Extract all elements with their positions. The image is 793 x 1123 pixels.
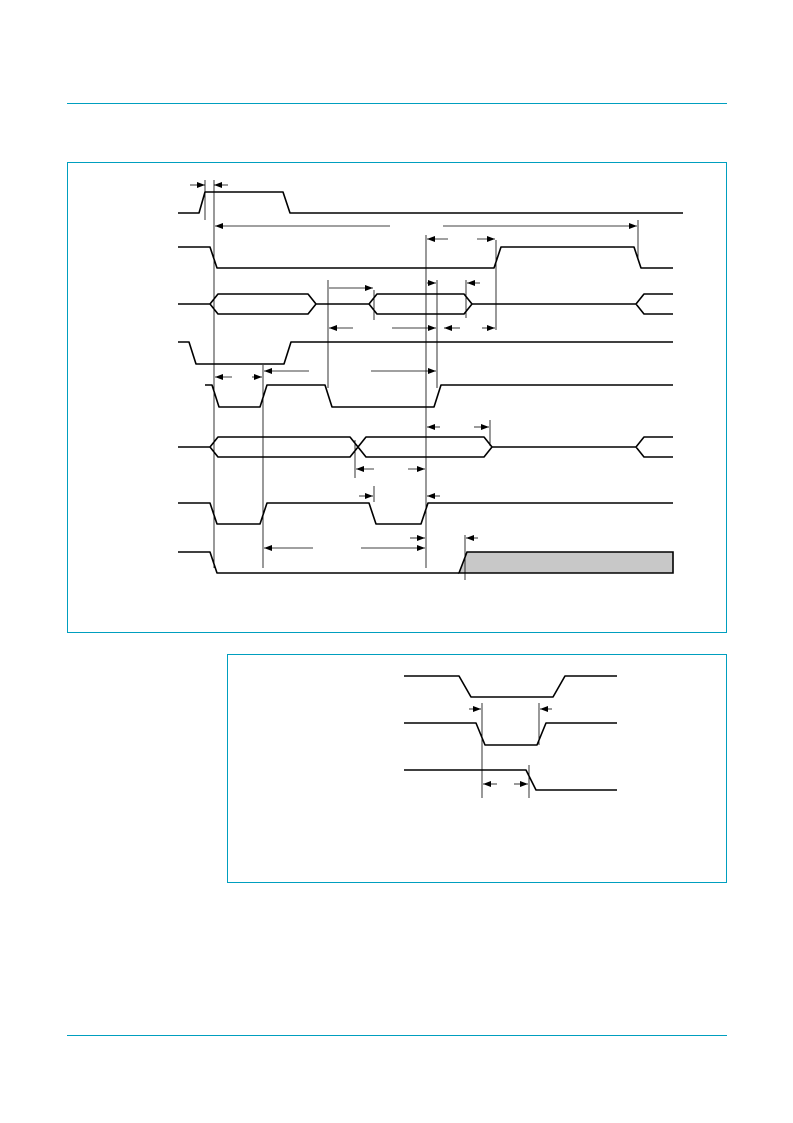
footer-rule bbox=[67, 1035, 727, 1036]
signal-5-waveform bbox=[205, 384, 673, 408]
timing-arrows bbox=[190, 182, 637, 551]
detail-reference-lines bbox=[481, 703, 540, 798]
detail-signal-2-waveform bbox=[404, 722, 617, 746]
signal-8-high-impedance-region bbox=[457, 551, 674, 574]
detail-signal-1-waveform bbox=[404, 675, 617, 698]
detail-diagram-frame bbox=[227, 654, 727, 883]
signal-4-waveform bbox=[178, 341, 673, 365]
signal-3-bus bbox=[178, 293, 673, 315]
header-rule bbox=[67, 103, 727, 104]
reference-lines bbox=[204, 180, 639, 580]
detail-timing-arrows bbox=[469, 706, 552, 787]
signal-8-waveform bbox=[178, 551, 459, 574]
detail-signal-3-waveform bbox=[404, 769, 617, 791]
signal-1-waveform bbox=[178, 191, 683, 214]
signal-6-bus bbox=[178, 436, 673, 458]
signal-2-waveform bbox=[178, 246, 673, 269]
signal-7-waveform bbox=[178, 502, 673, 525]
